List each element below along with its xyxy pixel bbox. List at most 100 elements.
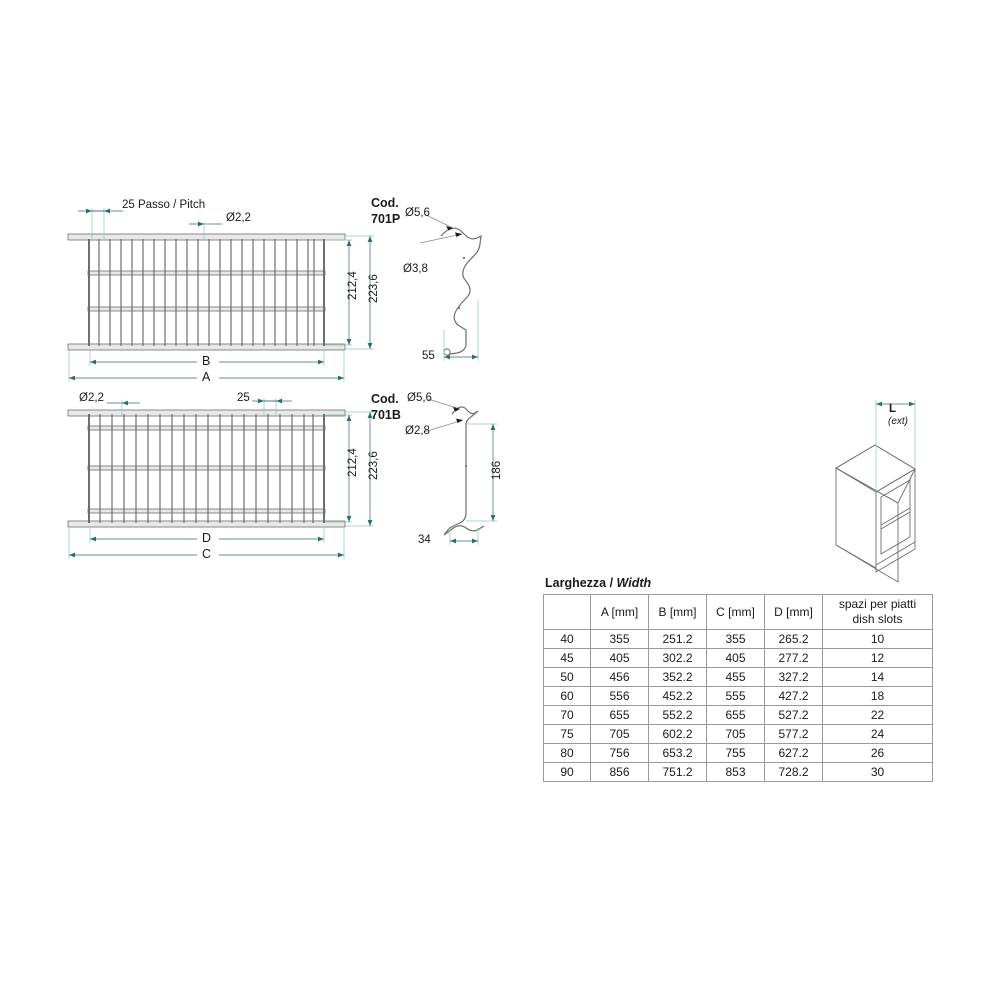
depth-label-701b: 34 xyxy=(418,534,431,546)
header-size xyxy=(543,594,591,630)
table-caption: Larghezza / Width xyxy=(545,576,652,590)
cell-a: 756 xyxy=(590,743,649,763)
code-label-701b-line2: 701B xyxy=(371,408,401,422)
cell-size: 50 xyxy=(543,667,591,687)
cell-slots: 12 xyxy=(822,648,933,668)
table-header-row: A [mm] B [mm] C [mm] D [mm] spazi per pi… xyxy=(543,594,933,630)
cell-d: 427.2 xyxy=(764,686,823,706)
cell-b: 302.2 xyxy=(648,648,707,668)
cell-c: 555 xyxy=(706,686,765,706)
header-d: D [mm] xyxy=(764,594,823,630)
profile-701b-section xyxy=(423,398,497,545)
header-b: B [mm] xyxy=(648,594,707,630)
height-label-701b: 186 xyxy=(491,460,503,480)
cell-a: 655 xyxy=(590,705,649,725)
cell-b: 751.2 xyxy=(648,762,707,782)
header-a: A [mm] xyxy=(590,594,649,630)
cell-size: 80 xyxy=(543,743,591,763)
iso-dimension-label: L xyxy=(889,403,897,415)
depth-label-701p: 55 xyxy=(422,350,435,362)
top-view-dimensions xyxy=(68,208,374,382)
bottom-view-dimensions xyxy=(68,398,374,559)
code-label-701b-line1: Cod. xyxy=(371,392,399,406)
pitch-label-bottom: 25 xyxy=(237,392,250,404)
width-outer-label-bottom: C xyxy=(202,547,212,561)
cell-a: 856 xyxy=(590,762,649,782)
cell-a: 355 xyxy=(590,629,649,649)
cell-c: 655 xyxy=(706,705,765,725)
cell-size: 70 xyxy=(543,705,591,725)
width-inner-label-bottom: D xyxy=(202,531,212,545)
cell-slots: 24 xyxy=(822,724,933,744)
cell-d: 265.2 xyxy=(764,629,823,649)
height-inner-label-top: 212,4 xyxy=(347,271,359,300)
cell-slots: 18 xyxy=(822,686,933,706)
cell-slots: 22 xyxy=(822,705,933,725)
cell-b: 602.2 xyxy=(648,724,707,744)
code-label-701p-line1: Cod. xyxy=(371,196,399,210)
wire-diameter-label-bottom: Ø2,2 xyxy=(79,392,104,404)
cell-a: 405 xyxy=(590,648,649,668)
cell-size: 90 xyxy=(543,762,591,782)
cell-d: 577.2 xyxy=(764,724,823,744)
cell-b: 452.2 xyxy=(648,686,707,706)
width-outer-label-top: A xyxy=(202,370,211,384)
top-view-grid xyxy=(67,233,346,351)
header-dish-slots-en: dish slots xyxy=(852,612,903,626)
header-c: C [mm] xyxy=(706,594,765,630)
bottom-view-grid xyxy=(67,409,346,528)
cell-size: 40 xyxy=(543,629,591,649)
cell-d: 277.2 xyxy=(764,648,823,668)
diameter-3-8-label-701p: Ø3,8 xyxy=(403,263,428,275)
cell-size: 45 xyxy=(543,648,591,668)
cell-size: 75 xyxy=(543,724,591,744)
cell-c: 455 xyxy=(706,667,765,687)
cell-d: 327.2 xyxy=(764,667,823,687)
cell-c: 755 xyxy=(706,743,765,763)
cell-b: 251.2 xyxy=(648,629,707,649)
cell-d: 527.2 xyxy=(764,705,823,725)
cell-d: 728.2 xyxy=(764,762,823,782)
header-dish-slots: spazi per piatti dish slots xyxy=(822,594,933,630)
iso-dimension-sub-label: (ext) xyxy=(888,416,908,427)
height-inner-label-bottom: 212,4 xyxy=(347,448,359,477)
header-dish-slots-it: spazi per piatti xyxy=(838,597,917,611)
cell-c: 405 xyxy=(706,648,765,668)
cell-slots: 14 xyxy=(822,667,933,687)
cell-c: 355 xyxy=(706,629,765,649)
cell-slots: 26 xyxy=(822,743,933,763)
cell-b: 552.2 xyxy=(648,705,707,725)
cell-c: 705 xyxy=(706,724,765,744)
cell-c: 853 xyxy=(706,762,765,782)
cell-d: 627.2 xyxy=(764,743,823,763)
cell-size: 60 xyxy=(543,686,591,706)
width-table-block: Larghezza / Width A [mm] B [mm] C [mm] D… xyxy=(543,576,935,782)
cell-b: 653.2 xyxy=(648,743,707,763)
diameter-5-6-label-701p: Ø5,6 xyxy=(405,207,430,219)
cell-a: 556 xyxy=(590,686,649,706)
wire-diameter-label-top: Ø2,2 xyxy=(226,212,251,224)
profile-701p-section xyxy=(419,213,482,361)
height-outer-label-bottom: 223,6 xyxy=(368,451,380,480)
width-inner-label-top: B xyxy=(202,354,211,368)
cell-slots: 10 xyxy=(822,629,933,649)
cell-b: 352.2 xyxy=(648,667,707,687)
diameter-5-6-label-701b: Ø5,6 xyxy=(407,392,432,404)
width-spec-table: A [mm] B [mm] C [mm] D [mm] spazi per pi… xyxy=(543,594,933,782)
pitch-label-top: 25 Passo / Pitch xyxy=(122,199,206,211)
cell-a: 456 xyxy=(590,667,649,687)
height-outer-label-top: 223,6 xyxy=(368,274,380,303)
diameter-2-8-label-701b: Ø2,8 xyxy=(405,425,430,437)
cell-a: 705 xyxy=(590,724,649,744)
cell-slots: 30 xyxy=(822,762,933,782)
